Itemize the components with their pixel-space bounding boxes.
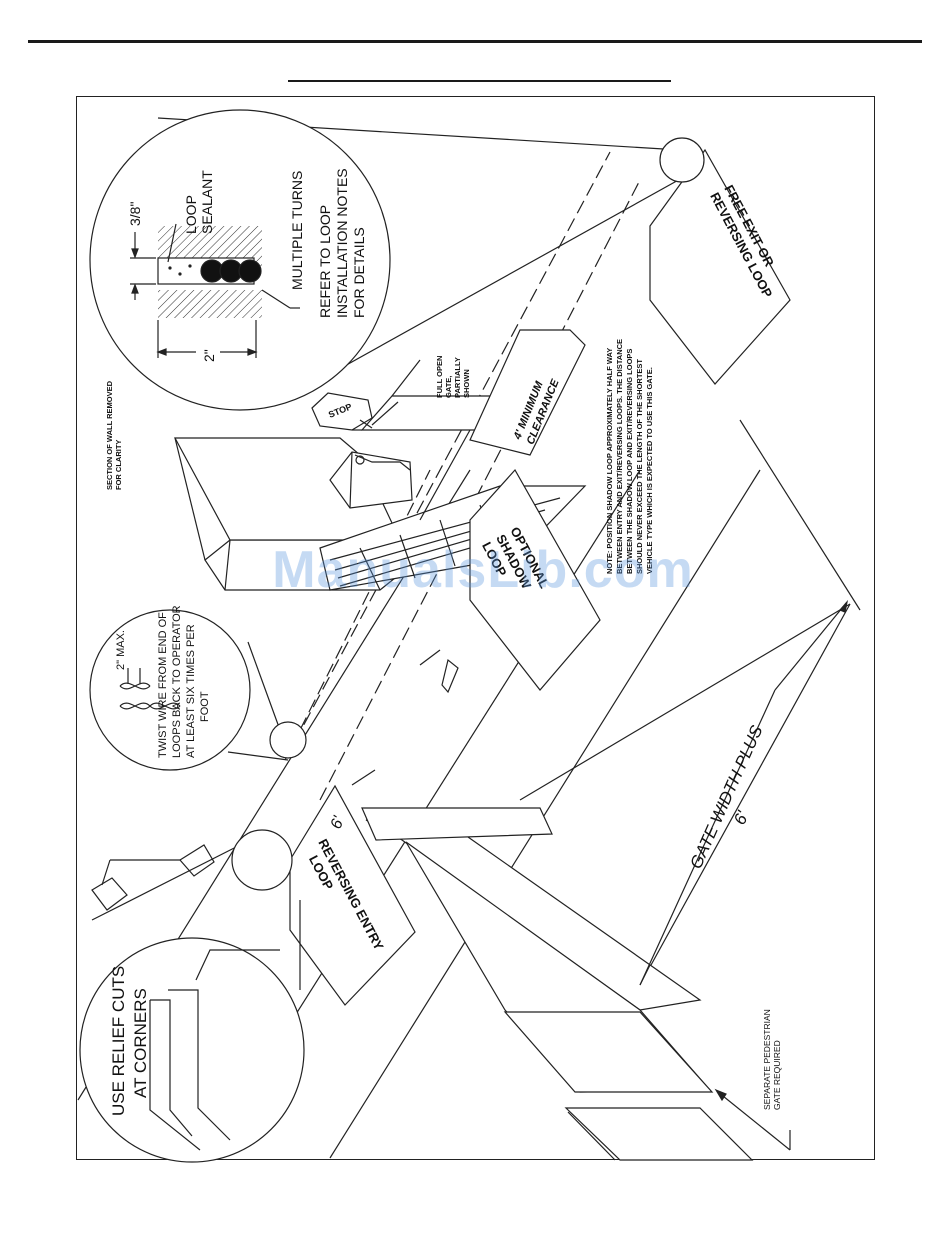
optional-shadow-loop-shape xyxy=(469,468,601,691)
drawing-frame xyxy=(76,96,875,1160)
relief-cuts-label: USE RELIEF CUTS AT CORNERS xyxy=(109,961,150,1116)
section-wall-label: SECTION OF WALL REMOVED FOR CLARITY xyxy=(105,379,123,490)
loop-cross-section xyxy=(130,223,300,358)
light-pole xyxy=(91,844,215,911)
title-rule xyxy=(288,80,671,82)
width-dimension-label: 2" xyxy=(201,349,217,362)
twist-wire-label: TWIST WIRE FROM END OF LOOPS BACK TO OPE… xyxy=(157,602,211,758)
multiple-turns-label: MULTIPLE TURNS xyxy=(289,171,305,290)
gate-operator xyxy=(329,451,413,509)
loop-spacing-markers xyxy=(351,649,459,786)
full-open-gate-label: FULL OPEN GATE, PARTIALLY SHOWN xyxy=(435,354,471,398)
gate-width-dimension xyxy=(639,599,849,986)
open-gate-outline xyxy=(360,359,499,521)
relief-cuts xyxy=(149,949,280,1151)
stop-sign xyxy=(311,392,373,431)
loop-sealant-label: LOOP SEALANT xyxy=(183,170,215,234)
pedestrian-leader xyxy=(714,1088,791,1151)
pedestrian-island xyxy=(361,807,754,1161)
pedestrian-gate-label: SEPARATE PEDESTRIAN GATE REQUIRED xyxy=(762,1007,782,1110)
detail-corner-circle xyxy=(79,829,305,1163)
depth-dimension-label: 3/8" xyxy=(127,202,143,226)
clearance-slab xyxy=(469,329,586,456)
gate-path-dashed xyxy=(284,151,641,801)
refer-notes-label: REFER TO LOOP INSTALLATION NOTES FOR DET… xyxy=(317,164,367,318)
shadow-loop-note: NOTE: POSITION SHADOW LOOP APPROXIMATELY… xyxy=(605,337,654,574)
header-rule xyxy=(28,40,922,43)
detail-twist-circle xyxy=(89,609,307,771)
twisted-wire xyxy=(119,668,181,710)
reversing-entry-loop-shape xyxy=(289,784,416,1006)
twist-max-label: 2" MAX. xyxy=(115,630,127,670)
